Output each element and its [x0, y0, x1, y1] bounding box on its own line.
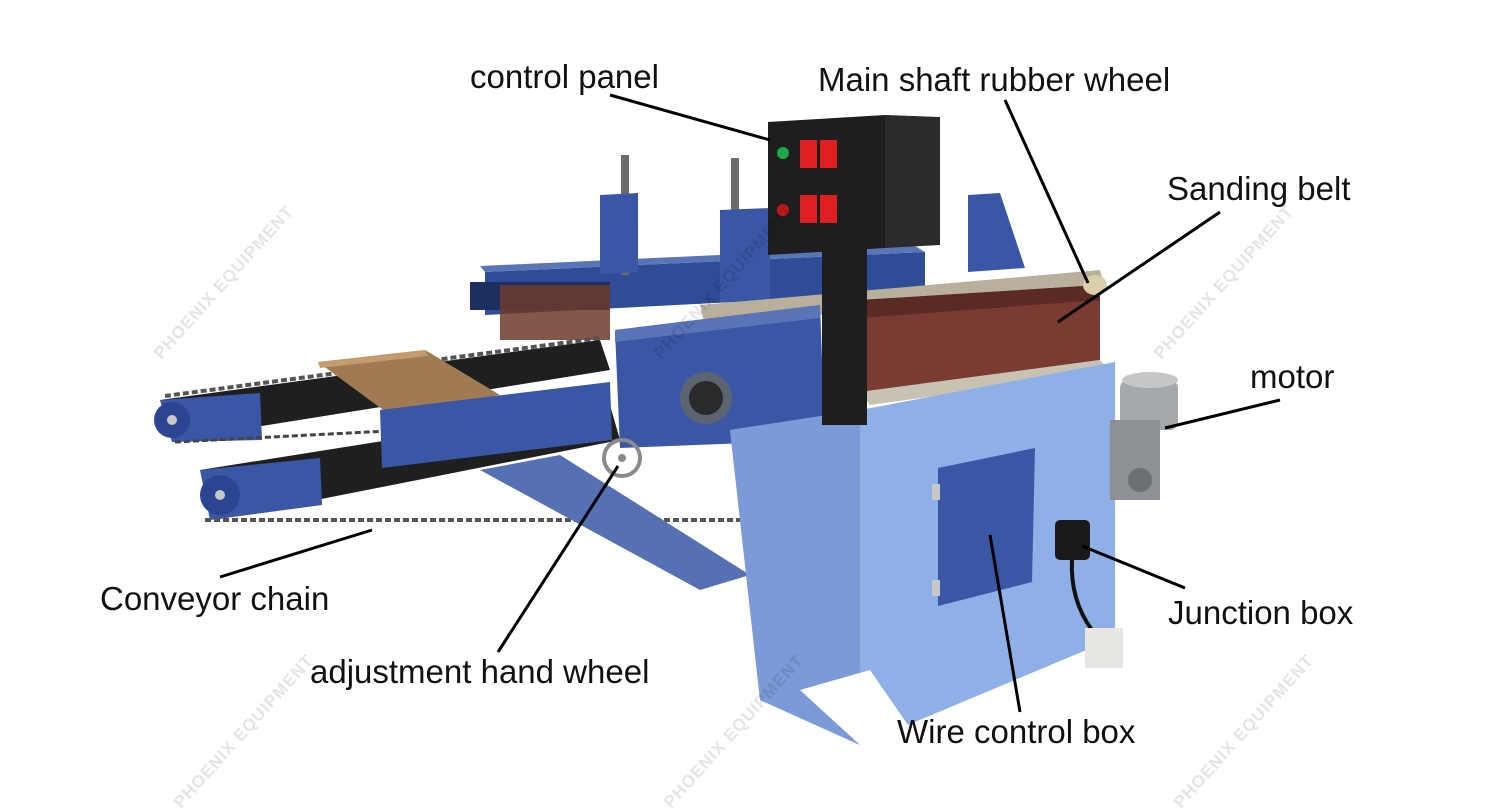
label-sanding-belt: Sanding belt — [1167, 170, 1351, 207]
sanding-belt-assembly — [500, 270, 1110, 405]
label-junction-box: Junction box — [1168, 594, 1354, 631]
guide-rail — [480, 455, 750, 590]
wood-workpiece — [318, 350, 500, 415]
front-arm — [615, 305, 825, 448]
label-control-panel: control panel — [470, 58, 659, 95]
control-panel-box — [768, 115, 940, 255]
label-main-shaft-rubber-wheel: Main shaft rubber wheel — [818, 61, 1171, 98]
label-motor: motor — [1250, 358, 1335, 395]
leader-control-panel — [609, 93, 771, 142]
label-conveyor-chain: Conveyor chain — [100, 580, 330, 617]
control-tower — [822, 245, 867, 425]
leader-sanding-belt — [1057, 210, 1221, 324]
leader-junction — [1081, 544, 1186, 590]
label-adjustment-hand-wheel: adjustment hand wheel — [310, 653, 650, 690]
junction-box — [1055, 520, 1123, 668]
leader-hand-wheel — [496, 465, 620, 653]
leader-motor — [1164, 398, 1281, 430]
leader-conveyor — [219, 528, 373, 579]
motor — [1110, 372, 1178, 500]
hand-wheel — [602, 438, 642, 478]
leader-lines — [219, 93, 1281, 713]
leader-wire-box — [988, 534, 1022, 713]
main-cabinet — [730, 362, 1115, 745]
label-wire-control-box: Wire control box — [897, 713, 1136, 750]
leader-main-shaft — [1003, 99, 1090, 284]
